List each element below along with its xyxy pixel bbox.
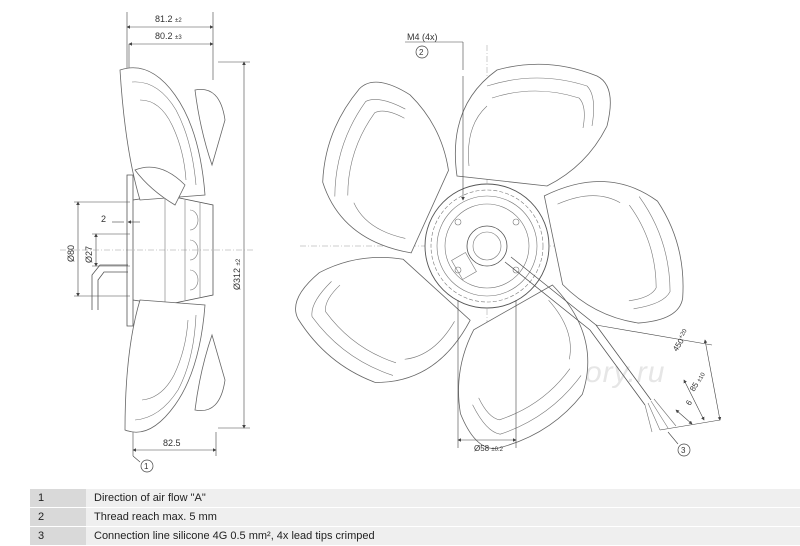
legend-text: Direction of air flow "A" <box>86 488 800 508</box>
legend-row: 2 Thread reach max. 5 mm <box>30 507 800 527</box>
legend-row: 1 Direction of air flow "A" <box>30 488 800 508</box>
callout-cable-label: 3 <box>681 446 686 455</box>
dim-depth: 82.5 <box>163 438 181 448</box>
dim-width-inner: 80.2 ±3 <box>155 31 182 41</box>
side-view: 81.2 ±2 80.2 ±3 Ø312 ±2 Ø80 Ø27 2 82.5 1 <box>60 12 255 473</box>
dim-diameter-fan: Ø312 ±2 <box>232 258 242 290</box>
legend-text: Connection line silicone 4G 0.5 mm², 4x … <box>86 526 800 545</box>
dim-width-outer: 81.2 ±2 <box>155 14 182 24</box>
callout-flow-label: 1 <box>144 462 149 471</box>
callout-thread-label: 2 <box>419 48 424 57</box>
dim-lead-length: 6 <box>684 398 694 407</box>
legend-text: Thread reach max. 5 mm <box>86 507 800 527</box>
dim-diameter-hub: Ø80 <box>66 245 76 262</box>
dim-diameter-center: Ø58 ±0.2 <box>474 444 504 453</box>
legend-number: 3 <box>30 526 86 545</box>
legend-row: 3 Connection line silicone 4G 0.5 mm², 4… <box>30 526 800 545</box>
dim-thread: M4 (4x) <box>407 32 438 42</box>
dim-strip-length: 85 ±10 <box>688 370 707 393</box>
front-view: M4 (4x) 2 Ø58 ±0.2 450+20 85 ±10 6 3 <box>295 32 722 457</box>
dim-cable-length: 450+20 <box>671 328 691 353</box>
dim-offset: 2 <box>101 214 106 224</box>
dim-diameter-shaft: Ø27 <box>84 246 94 263</box>
legend-number: 1 <box>30 488 86 508</box>
legend-number: 2 <box>30 507 86 527</box>
technical-drawing: Ventilatory.ru 81.2 ±2 80.2 ±3 Ø312 ±2 Ø… <box>60 12 722 473</box>
legend-table: 1 Direction of air flow "A" 2 Thread rea… <box>30 488 800 545</box>
